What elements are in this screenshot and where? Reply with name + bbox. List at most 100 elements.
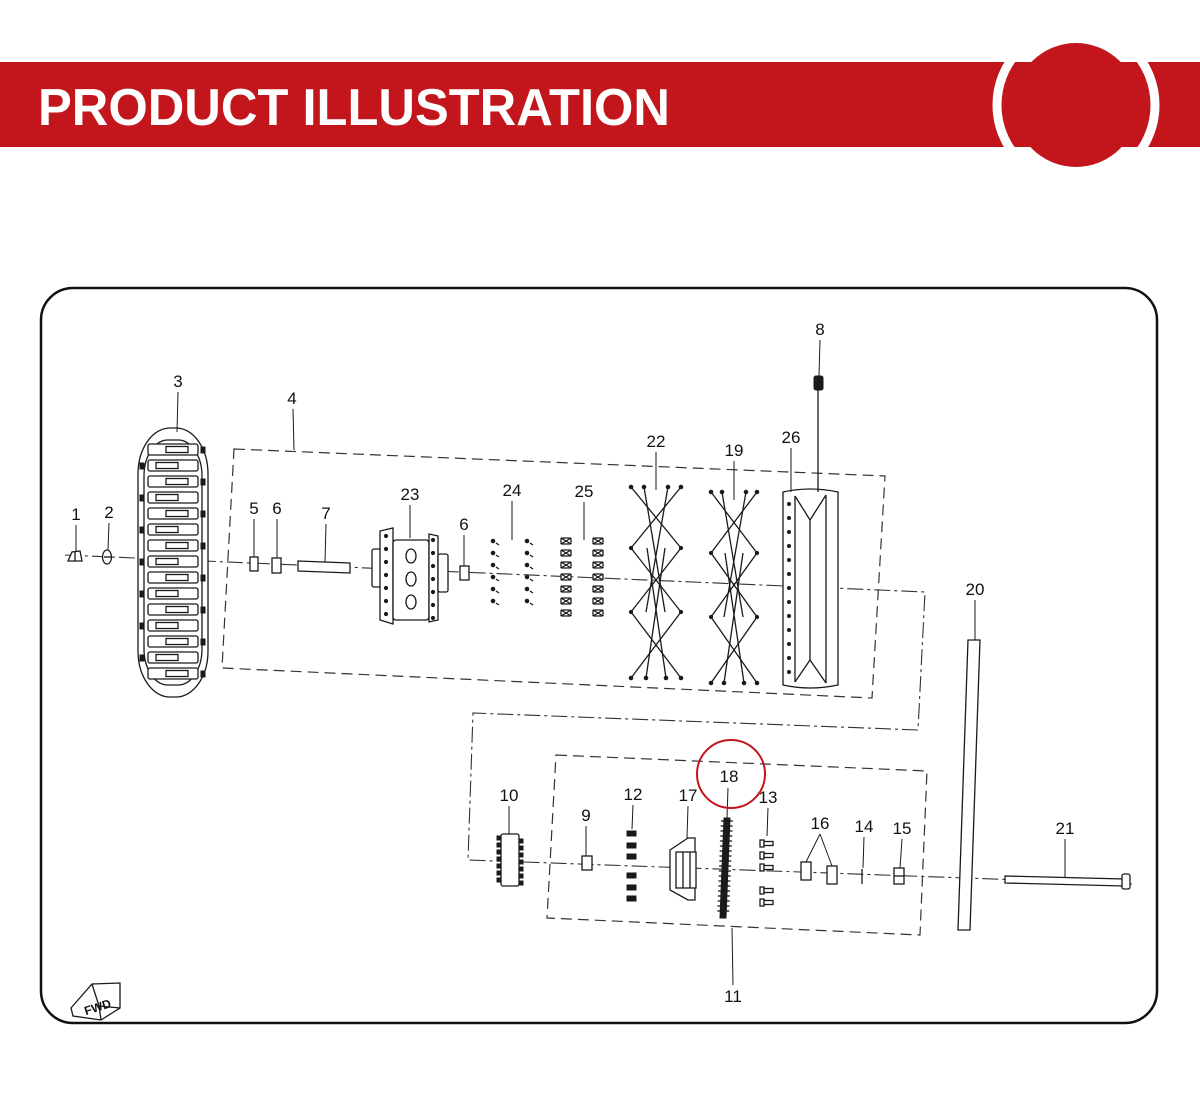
- callout-label: 1: [71, 505, 80, 524]
- spoke-nipple-mark: [560, 585, 572, 593]
- tire-tread-groove: [165, 445, 189, 454]
- tire-tread-block: [147, 603, 199, 616]
- spoke-end: [628, 675, 634, 681]
- bolt: [626, 830, 637, 837]
- tire-tread-groove: [155, 621, 179, 630]
- part-12-bolts: [626, 830, 637, 902]
- spoke-washer-tick: [495, 590, 500, 594]
- leader-3: [176, 391, 179, 433]
- spoke-cross: [678, 609, 684, 615]
- spoke-nipple-mark: [592, 537, 604, 545]
- spoke-washer: [490, 550, 496, 556]
- sprocket-tooth: [496, 835, 502, 841]
- spoke: [630, 486, 682, 549]
- spoke-washer-tick: [529, 602, 534, 606]
- part-19-spokes-right: [708, 489, 760, 686]
- tire-tread-groove: [155, 461, 179, 470]
- tire-tread-groove: [155, 525, 179, 534]
- spoke: [645, 486, 669, 613]
- sprocket-tooth: [518, 838, 524, 844]
- leader-15: [899, 838, 903, 869]
- spoke-end: [741, 680, 747, 686]
- spoke-nipple-mark: [592, 549, 604, 557]
- rim-spoke-hole: [787, 544, 791, 548]
- spoke: [724, 552, 745, 684]
- part-24-spoke-washers: [490, 538, 534, 606]
- spoke-end: [708, 680, 714, 686]
- spoke-end: [663, 675, 669, 681]
- spoke-washer: [490, 562, 496, 568]
- tire-shoulder-lug: [139, 526, 145, 534]
- rim-spoke-hole: [787, 558, 791, 562]
- rim-spoke-hole: [787, 670, 791, 674]
- spoke: [721, 491, 744, 618]
- callout-label: 8: [815, 320, 824, 339]
- callout-label: 23: [401, 485, 420, 504]
- rim-spoke-hole: [787, 614, 791, 618]
- assembly-axis-line: [64, 554, 1133, 885]
- tire-shoulder-lug: [200, 478, 206, 486]
- spoke-end: [708, 489, 714, 495]
- callout-label: 14: [855, 817, 874, 836]
- spoke-washer: [490, 586, 496, 592]
- spoke-end: [643, 675, 649, 681]
- assembly-11-group-box: [546, 754, 928, 936]
- rim-spoke-hole: [787, 586, 791, 590]
- spoke: [630, 611, 682, 679]
- sprocket-tooth: [496, 863, 502, 869]
- rim-spoke-hole: [787, 628, 791, 632]
- spoke-washer-tick: [529, 542, 534, 546]
- callout-label: 12: [624, 785, 643, 804]
- spoke-cross: [754, 550, 760, 556]
- callout-label: 17: [679, 786, 698, 805]
- assembly-4-group-box: [221, 448, 886, 699]
- spoke-washer-tick: [495, 602, 500, 606]
- tire-tread-groove: [165, 637, 189, 646]
- spoke-nipple-mark: [560, 609, 572, 617]
- callout-label: 7: [321, 504, 330, 523]
- rim-spoke-hole: [787, 642, 791, 646]
- spoke-nipple-mark: [560, 537, 572, 545]
- sprocket-tooth: [496, 870, 502, 876]
- tire-tread-groove: [165, 573, 189, 582]
- spoke-washer: [524, 574, 530, 580]
- callout-labels: 1 2 3 4 5 6 7 23 6 24 25 22 19 26 8 20 1…: [71, 320, 1074, 1006]
- rim-spoke-hole: [787, 600, 791, 604]
- spoke-nipple-mark: [592, 597, 604, 605]
- sprocket-tooth: [518, 859, 524, 865]
- tire-tread-groove: [165, 477, 189, 486]
- part-10-sprocket: [496, 833, 524, 887]
- spoke-washer-tick: [495, 554, 500, 558]
- leader-7: [324, 523, 327, 563]
- tire-shoulder-lug: [139, 558, 145, 566]
- callout-label: 10: [500, 786, 519, 805]
- leader-17: [686, 805, 689, 839]
- sprocket-tooth: [496, 856, 502, 862]
- part-13-bolts: [759, 839, 774, 907]
- tire-shoulder-lug: [139, 654, 145, 662]
- spoke: [643, 486, 666, 613]
- tire-shoulder-lug: [200, 574, 206, 582]
- leader-12: [631, 804, 634, 830]
- tire-tread-groove: [165, 541, 189, 550]
- callout-label: 4: [287, 389, 296, 408]
- part-22-spokes-left: [628, 484, 684, 681]
- banner-title: PRODUCT ILLUSTRATION: [38, 79, 670, 137]
- sprocket-tooth: [518, 880, 524, 886]
- leader-16-b: [819, 833, 833, 867]
- leader-13: [766, 807, 769, 837]
- tire-tread-block: [147, 571, 199, 584]
- spoke-end: [719, 489, 725, 495]
- tire-tread-block: [147, 539, 199, 552]
- part-23-wheel-hub: [371, 527, 449, 625]
- tire-tread-block: [147, 475, 199, 488]
- rim-spoke-hole: [787, 516, 791, 520]
- tire-tread-block: [147, 507, 199, 520]
- spoke-washer: [524, 538, 530, 544]
- callout-label: 26: [782, 428, 801, 447]
- tire-shoulder-lug: [139, 462, 145, 470]
- spoke: [710, 616, 758, 684]
- tire-tread-block: [147, 443, 199, 456]
- leader-lines: [75, 339, 1066, 986]
- callout-label: 2: [104, 503, 113, 522]
